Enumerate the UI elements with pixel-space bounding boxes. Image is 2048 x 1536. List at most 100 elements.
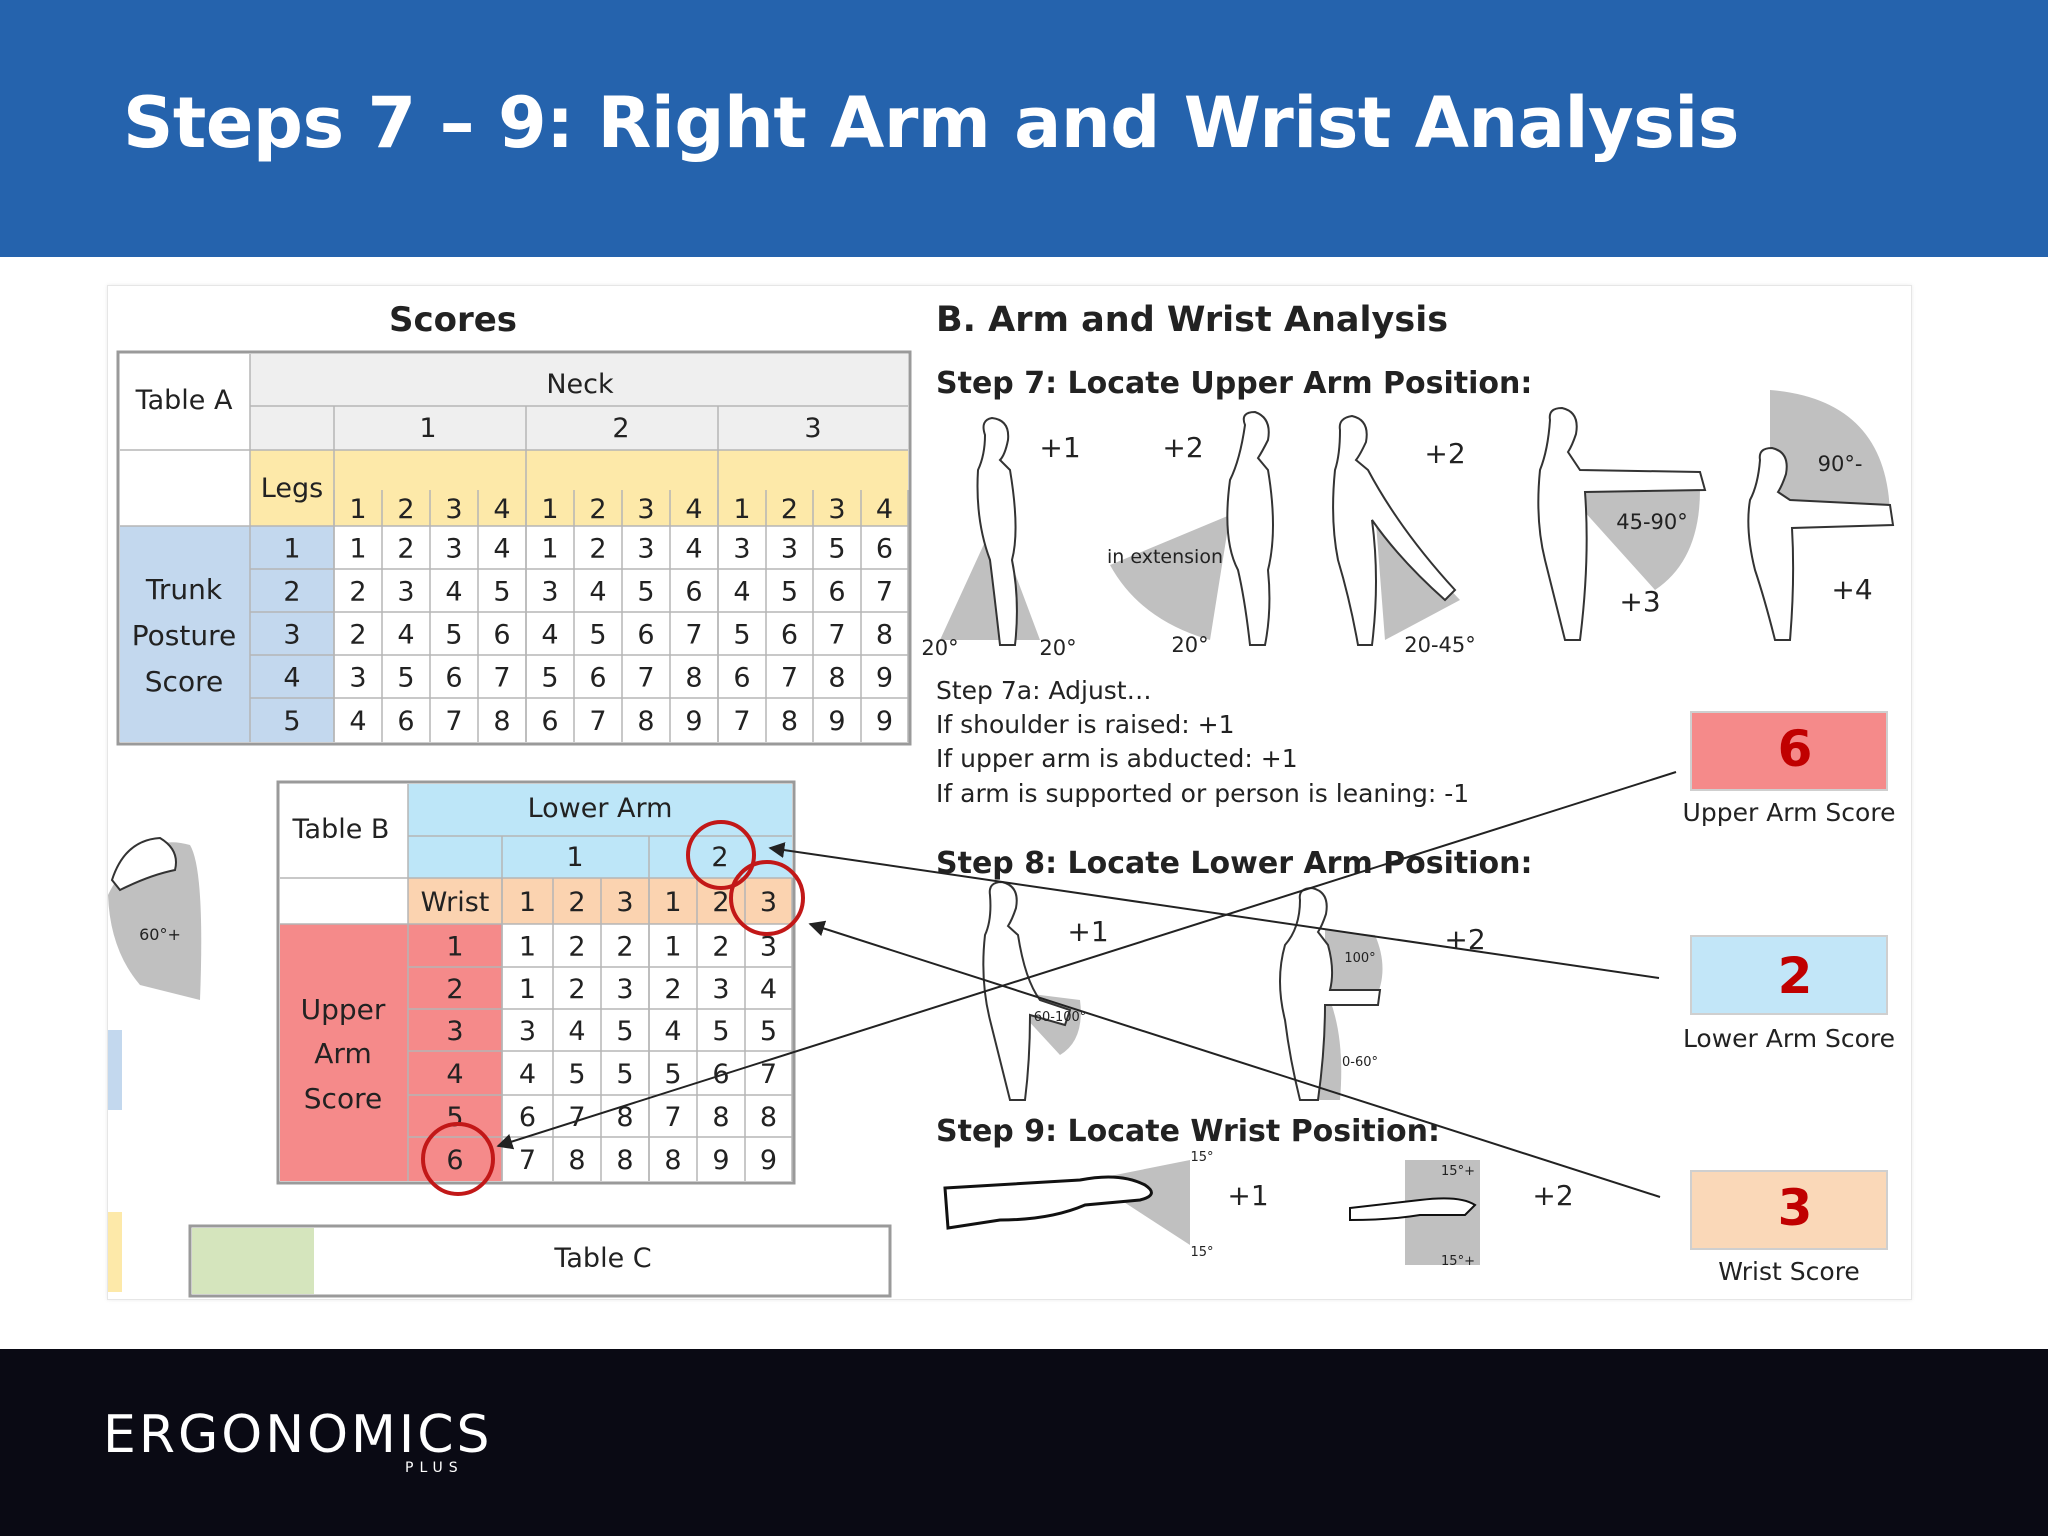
score-label: Upper Arm Score [1683, 798, 1896, 827]
score-value: 6 [1778, 720, 1813, 778]
table-b-cell: 3 [519, 1016, 536, 1047]
table-a-cell: 7 [685, 620, 702, 651]
adjust-line: If upper arm is abducted: +1 [936, 744, 1298, 773]
table-b-cell: 3 [712, 974, 729, 1005]
table-a-cell: 5 [541, 663, 558, 694]
table-b-cell: 2 [664, 974, 681, 1005]
table-b-label: Table B [292, 814, 390, 845]
table-b-cell: 2 [712, 932, 729, 963]
table-a-cell: 3 [445, 534, 462, 565]
table-b-cell: 1 [519, 974, 536, 1005]
table-b-cell: 2 [616, 932, 633, 963]
table-a-cell: 7 [445, 706, 462, 737]
step7-title: Step 7: Locate Upper Arm Position: [936, 366, 1532, 401]
table-a-cell: 5 [589, 620, 606, 651]
table-a-cell: 5 [397, 663, 414, 694]
table-b-cell: 3 [760, 932, 777, 963]
arrow-wrist [808, 920, 1661, 1198]
legs-value: 4 [876, 494, 893, 525]
table-c: Table C [188, 1224, 892, 1298]
neck-value: 3 [804, 413, 821, 444]
wrist-value: 1 [664, 887, 681, 918]
table-b-cell: 5 [712, 1016, 729, 1047]
table-a-cell: 3 [541, 577, 558, 608]
brand-logo: ERGONOMICS [103, 1405, 493, 1465]
table-b-cell: 2 [568, 974, 585, 1005]
table-a-cell: 8 [685, 663, 702, 694]
lower-arm-label: Lower Arm [528, 793, 673, 824]
table-b-cell: 8 [568, 1145, 585, 1176]
upper-arm-label-line: Score [304, 1082, 382, 1115]
score-label: Wrist Score [1718, 1257, 1860, 1286]
angle-label: 15° [1190, 1245, 1213, 1260]
lower-arm-value: 2 [711, 842, 728, 873]
wrist-figures [943, 1160, 1480, 1265]
score-value: 3 [1778, 1179, 1813, 1237]
table-a-cell: 5 [445, 620, 462, 651]
table-a-cell: 5 [733, 620, 750, 651]
partial-blue-strip [108, 1030, 122, 1110]
legs-value: 3 [637, 494, 654, 525]
table-b-cell: 8 [616, 1145, 633, 1176]
title-bar: Steps 7 – 9: Right Arm and Wrist Analysi… [0, 0, 2048, 257]
table-a-cell: 6 [876, 534, 893, 565]
table-a-cell: 7 [733, 706, 750, 737]
upper-arm-score-box: 6 Upper Arm Score [1683, 711, 1896, 827]
table-a-cell: 6 [541, 706, 558, 737]
legs-value: 2 [397, 494, 414, 525]
adjust-title: Step 7a: Adjust… [936, 676, 1152, 705]
neck-value: 1 [419, 413, 436, 444]
table-a-cell: 3 [781, 534, 798, 565]
score-label: Lower Arm Score [1683, 1024, 1895, 1053]
table-a-cell: 6 [493, 620, 510, 651]
analysis-heading: B. Arm and Wrist Analysis [936, 300, 1448, 340]
table-a-cell: 4 [685, 534, 702, 565]
table-b-cell: 4 [760, 974, 777, 1005]
adjust-line: If shoulder is raised: +1 [936, 710, 1235, 739]
upper-arm-score: +2 [1162, 431, 1203, 464]
table-a-cell: 7 [781, 663, 798, 694]
footer-bar [0, 1349, 2048, 1536]
table-a-cell: 8 [781, 706, 798, 737]
table-a-cell: 5 [828, 534, 845, 565]
table-b-cell: 7 [664, 1102, 681, 1133]
step9-title: Step 9: Locate Wrist Position: [936, 1114, 1440, 1149]
table-a-cell: 4 [589, 577, 606, 608]
legs-label: Legs [261, 473, 323, 504]
table-b-cell: 6 [519, 1102, 536, 1133]
legs-value: 2 [589, 494, 606, 525]
lower-arm-score-box: 2 Lower Arm Score [1683, 935, 1895, 1053]
trunk-band [120, 526, 334, 742]
lower-arm-value: 1 [566, 842, 583, 873]
table-b-cell: 5 [664, 1059, 681, 1090]
table-a-cell: 6 [445, 663, 462, 694]
upper-arm-row-label: 5 [446, 1102, 463, 1133]
table-b-cell: 5 [616, 1016, 633, 1047]
table-a-cell: 9 [876, 706, 893, 737]
legs-value: 4 [493, 494, 510, 525]
table-a-cell: 2 [589, 534, 606, 565]
wrist-label: Wrist [421, 887, 490, 918]
brand-logo-sub: PLUS [405, 1460, 464, 1476]
table-b-cell: 5 [616, 1059, 633, 1090]
table-a-cell: 6 [397, 706, 414, 737]
table-a-cell: 6 [589, 663, 606, 694]
angle-label: 20-45° [1404, 633, 1476, 657]
legs-value: 3 [828, 494, 845, 525]
table-b-cell: 8 [664, 1145, 681, 1176]
upper-arm-label-line: Arm [314, 1037, 371, 1070]
table-b-cell: 8 [712, 1102, 729, 1133]
trunk-label-line: Score [145, 665, 223, 698]
trunk-row-label: 3 [283, 620, 300, 651]
table-a-cell: 7 [493, 663, 510, 694]
table-a-cell: 6 [781, 620, 798, 651]
table-a-cell: 7 [876, 577, 893, 608]
upper-arm-row-label: 6 [446, 1145, 463, 1176]
table-a-cell: 4 [733, 577, 750, 608]
table-a-cell: 9 [876, 663, 893, 694]
table-b-cell: 7 [568, 1102, 585, 1133]
table-a-cell: 4 [349, 706, 366, 737]
table-a-cell: 4 [397, 620, 414, 651]
table-a-cell: 4 [445, 577, 462, 608]
legs-value: 1 [733, 494, 750, 525]
